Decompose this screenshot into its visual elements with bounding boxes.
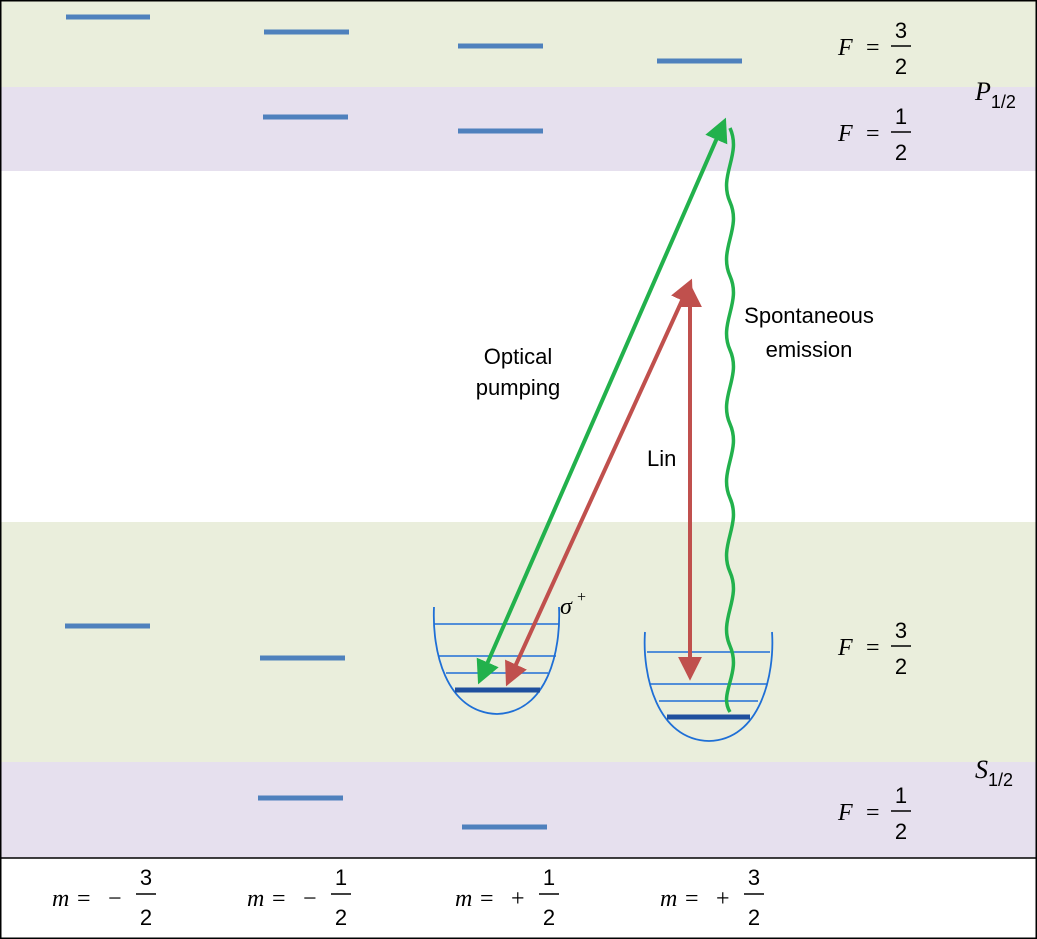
svg-text:3: 3 xyxy=(748,865,760,890)
svg-text:=: = xyxy=(685,886,699,912)
lin-label: Lin xyxy=(647,446,676,471)
spontaneous-emission-wave xyxy=(724,127,736,713)
m-label-minus-1/2: m = − 1 2 xyxy=(247,865,351,930)
svg-text:m: m xyxy=(660,886,677,912)
svg-text:F: F xyxy=(837,35,853,61)
svg-text:−: − xyxy=(303,886,317,912)
band-s-f32 xyxy=(0,522,1037,762)
svg-text:=: = xyxy=(866,35,880,61)
svg-text:1: 1 xyxy=(895,104,907,129)
optical-pumping-label: Optical pumping xyxy=(476,344,560,400)
svg-text:1: 1 xyxy=(543,865,555,890)
svg-text:F: F xyxy=(837,635,853,661)
svg-text:F: F xyxy=(837,121,853,147)
svg-text:2: 2 xyxy=(895,140,907,165)
svg-text:2: 2 xyxy=(895,54,907,79)
svg-text:σ: σ xyxy=(560,594,573,620)
svg-text:=: = xyxy=(480,886,494,912)
svg-text:=: = xyxy=(77,886,91,912)
m-label-plus-3/2: m = + 3 2 xyxy=(660,865,764,930)
svg-text:+: + xyxy=(577,589,586,606)
svg-text:emission: emission xyxy=(766,337,853,362)
svg-text:1: 1 xyxy=(335,865,347,890)
svg-text:2: 2 xyxy=(140,905,152,930)
p-manifold-label: P1/2 xyxy=(974,77,1016,112)
svg-text:2: 2 xyxy=(748,905,760,930)
svg-text:−: − xyxy=(108,886,122,912)
svg-text:3: 3 xyxy=(895,618,907,643)
svg-text:+: + xyxy=(511,886,525,912)
svg-text:+: + xyxy=(716,886,730,912)
label-s-f12: F = 1 2 xyxy=(837,783,911,844)
svg-text:2: 2 xyxy=(543,905,555,930)
svg-text:=: = xyxy=(866,800,880,826)
svg-text:Spontaneous: Spontaneous xyxy=(744,303,874,328)
spontaneous-emission-label: Spontaneous emission xyxy=(744,303,874,362)
svg-text:m: m xyxy=(455,886,472,912)
svg-text:=: = xyxy=(866,635,880,661)
m-label-plus-1/2: m = + 1 2 xyxy=(455,865,559,930)
svg-text:3: 3 xyxy=(895,18,907,43)
svg-text:1: 1 xyxy=(895,783,907,808)
sigma-plus-arrow xyxy=(505,278,693,687)
svg-text:=: = xyxy=(272,886,286,912)
band-s-f12 xyxy=(0,762,1037,858)
svg-text:m: m xyxy=(247,886,264,912)
svg-text:3: 3 xyxy=(140,865,152,890)
svg-text:pumping: pumping xyxy=(476,375,560,400)
svg-text:m: m xyxy=(52,886,69,912)
m-label-minus-3/2: m = − 3 2 xyxy=(52,865,156,930)
svg-text:2: 2 xyxy=(895,819,907,844)
svg-text:=: = xyxy=(866,121,880,147)
svg-text:2: 2 xyxy=(335,905,347,930)
label-p-f32: F = 3 2 xyxy=(837,18,911,79)
label-p-f12: F = 1 2 xyxy=(837,104,911,165)
label-s-f32: F = 3 2 xyxy=(837,618,911,679)
svg-text:F: F xyxy=(837,800,853,826)
sigma-plus-label: σ + xyxy=(560,589,586,620)
svg-text:Optical: Optical xyxy=(484,344,552,369)
svg-text:2: 2 xyxy=(895,654,907,679)
s-manifold-label: S1/2 xyxy=(975,755,1013,790)
